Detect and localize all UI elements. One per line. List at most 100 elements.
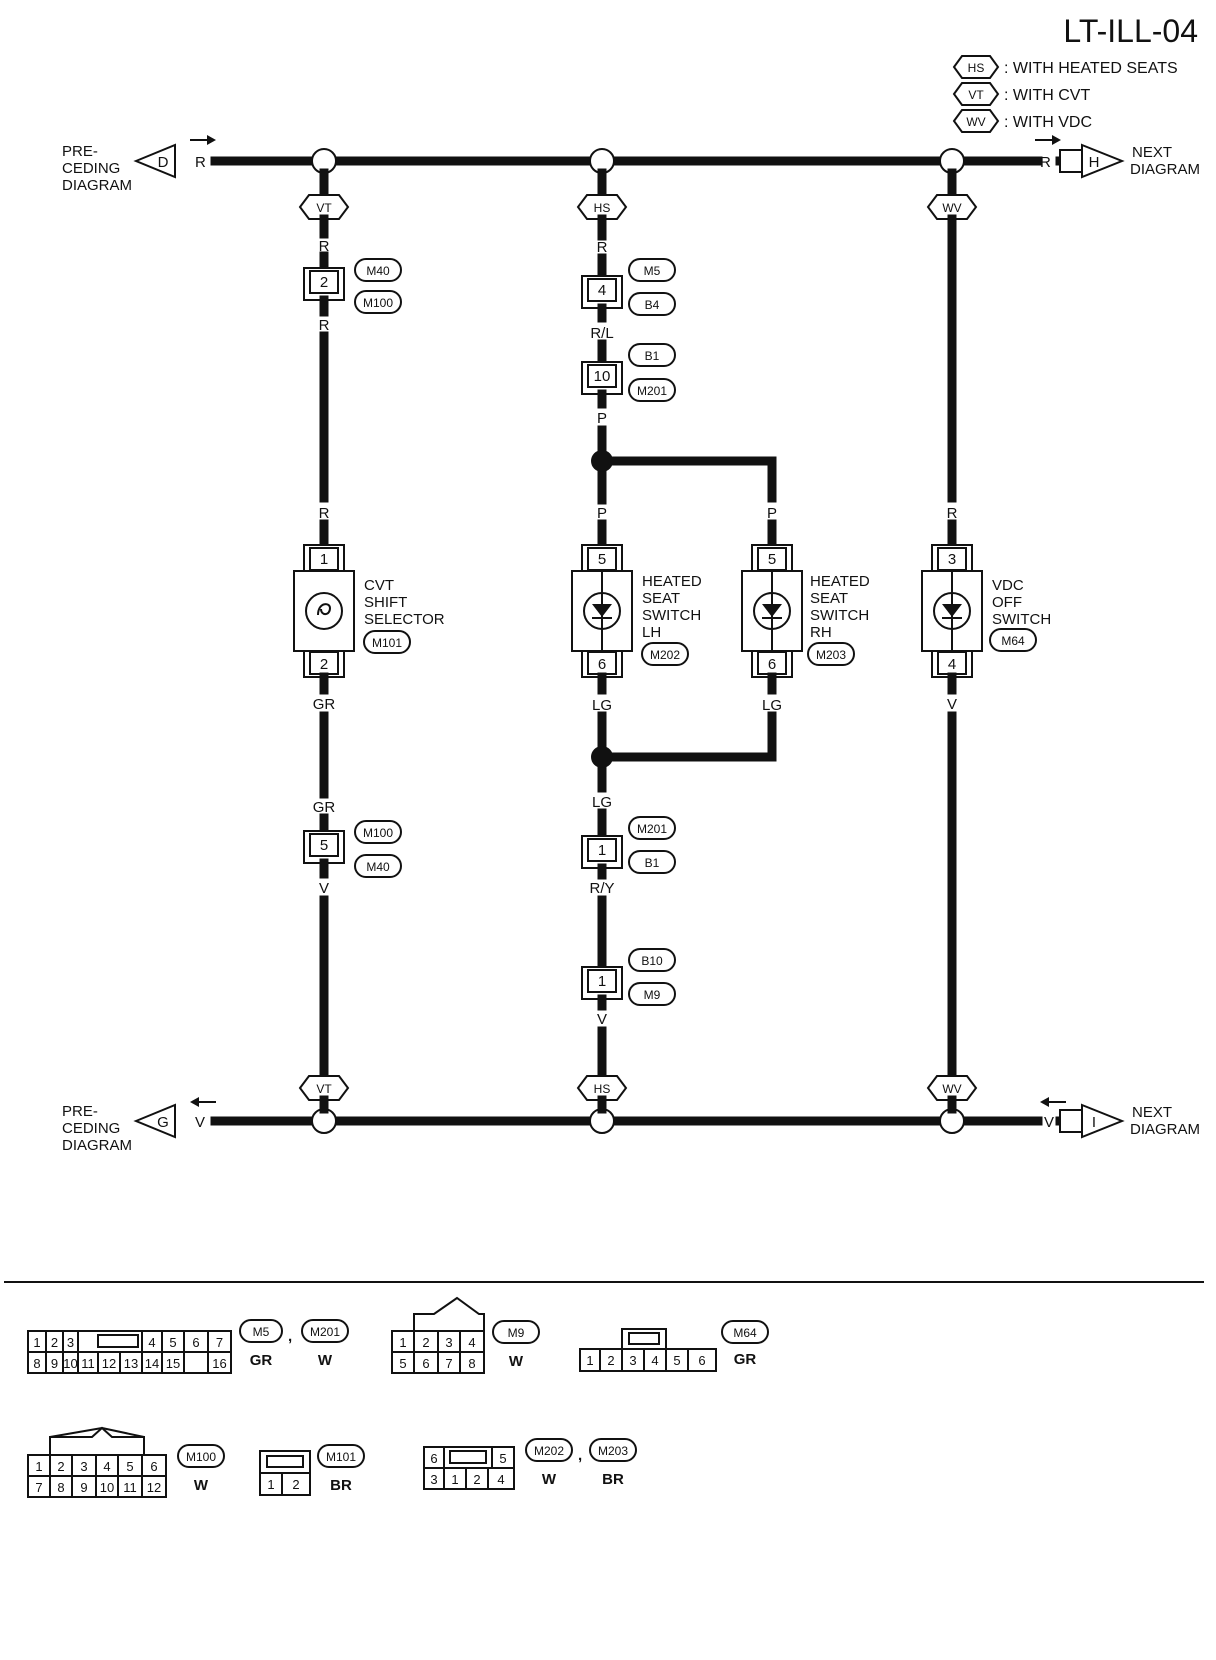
pin-cell: 1 [586, 1353, 593, 1368]
component-label-cvt-2: SHIFT [364, 594, 407, 611]
connector-color: W [318, 1352, 333, 1369]
pin-cell: 5 [169, 1335, 176, 1350]
pin-cell: 6 [698, 1353, 705, 1368]
wire-hs-5b: LG [762, 697, 782, 714]
connector-view-m100: 1 2 3 4 5 6 7 8 9 10 11 12 M100 W [27, 1426, 225, 1498]
tag-m203: M203 [807, 642, 855, 666]
legend-code-hs: HS [968, 61, 985, 75]
tag-m5: M5 [628, 258, 676, 282]
legend: HS : WITH HEATED SEATS VT : WITH CVT WV … [952, 55, 1178, 133]
branch-vdc: WV R 3 4 VDC OFF SWITCH M64 V WV [921, 168, 1051, 1114]
tag-m100-lower: M100 [354, 820, 402, 844]
option-code-wv-top: WV [926, 194, 978, 220]
offpage-label-d-1: PRE- [62, 143, 98, 160]
pin-cell: 16 [212, 1356, 226, 1371]
component-label-rh-1: HEATED [810, 573, 870, 590]
tag-m64: M64 [989, 628, 1037, 652]
pin-cell: 8 [468, 1356, 475, 1371]
tag-m100: M100 [354, 290, 402, 314]
tag-label: B4 [645, 298, 660, 312]
tag-b10: B10 [628, 948, 676, 972]
offpage-label-g-3: DIAGRAM [62, 1137, 132, 1154]
connector-color: GR [250, 1352, 273, 1369]
tag-label: M201 [637, 822, 667, 836]
wire-hs-6: LG [592, 794, 612, 811]
wire-color-top-left: R [195, 154, 206, 171]
offpage-letter-d: D [158, 154, 169, 171]
pin-cell: 11 [123, 1480, 137, 1495]
wire-color-bottom-left: V [195, 1114, 205, 1131]
wire-vt-3: R [319, 505, 330, 522]
offpage-label-d-2: CEDING [62, 160, 120, 177]
branch-heated-seats: HS R 4 M5 B4 R/L 10 B1 M201 P P P [571, 168, 870, 1114]
wire-vt-4: GR [313, 696, 336, 713]
offpage-connector-g: G PRE- CEDING DIAGRAM [62, 1103, 176, 1154]
tag-m203-view: M203 [589, 1438, 637, 1462]
tag-label: M40 [366, 860, 390, 874]
wire-hs-1: R [597, 239, 608, 256]
component-label-vdc-1: VDC [992, 577, 1024, 594]
pin-cell: 10 [63, 1356, 77, 1371]
offpage-connector-d: D PRE- CEDING DIAGRAM [62, 143, 176, 194]
pin-cell: 6 [430, 1451, 437, 1466]
tag-label: M100 [363, 826, 393, 840]
offpage-label-h-1: NEXT [1132, 144, 1172, 161]
tag-label: M202 [650, 648, 680, 662]
tag-m202: M202 [641, 642, 689, 666]
connector-b1-m201-pin10: 10 [581, 361, 623, 395]
tag-label: M5 [253, 1325, 270, 1339]
connector-m5-b4-pin4: 4 [581, 275, 623, 309]
option-code-vt-top-label: VT [316, 201, 332, 215]
component-label-cvt-1: CVT [364, 577, 394, 594]
tag-label: M100 [186, 1450, 216, 1464]
tag-label: B1 [645, 856, 660, 870]
option-code-hs-bottom-label: HS [594, 1082, 611, 1096]
offpage-label-g-2: CEDING [62, 1120, 120, 1137]
tag-label: M100 [363, 296, 393, 310]
pin-cell: 14 [145, 1356, 159, 1371]
tag-separator: , [288, 1328, 292, 1345]
offpage-connector-i: I NEXT DIAGRAM [1059, 1103, 1200, 1139]
connector-m201-b1-pin1: 1 [581, 835, 623, 869]
pin-cell: 15 [166, 1356, 180, 1371]
legend-code-wv: WV [966, 115, 985, 129]
tag-label: M40 [366, 264, 390, 278]
wire-vt-6: V [319, 880, 329, 897]
pin-cell: 8 [57, 1480, 64, 1495]
legend-item-hs: HS : WITH HEATED SEATS [952, 55, 1178, 79]
connector-lock-tab [97, 1334, 139, 1348]
tag-label: M9 [644, 988, 661, 1002]
pin-cell: 1 [33, 1335, 40, 1350]
pin-cell: 4 [497, 1472, 504, 1487]
pin-cell: 3 [629, 1353, 636, 1368]
pin-number: 5 [768, 551, 776, 568]
tag-m201: M201 [628, 378, 676, 402]
pin-number: 10 [594, 368, 611, 385]
pin-number: 1 [320, 551, 328, 568]
option-code-vt-top: VT [298, 194, 350, 220]
connector-view-m101: 1 2 M101 BR [259, 1444, 365, 1496]
tag-label: B1 [645, 349, 660, 363]
pin-number: 6 [768, 656, 776, 673]
tag-b1-lower: B1 [628, 850, 676, 874]
connector-b10-m9-pin1: 1 [581, 966, 623, 1000]
pin-cell: 12 [147, 1480, 161, 1495]
wire-wv-1: R [947, 505, 958, 522]
offpage-label-i-2: DIAGRAM [1130, 1121, 1200, 1138]
pin-cell: 5 [399, 1356, 406, 1371]
option-code-wv-bottom-label: WV [942, 1082, 961, 1096]
offpage-connector-h: H NEXT DIAGRAM [1059, 143, 1200, 179]
pin-cell: 4 [103, 1459, 110, 1474]
heated-seat-switch-lh: 5 6 [571, 544, 633, 678]
option-code-wv-bottom: WV [926, 1075, 978, 1101]
tag-label: M9 [508, 1326, 525, 1340]
pin-number: 3 [948, 551, 956, 568]
pin-cell: 4 [468, 1335, 475, 1350]
tag-label: M203 [816, 648, 846, 662]
pin-cell: 3 [80, 1459, 87, 1474]
connector-color: W [509, 1353, 524, 1370]
flow-arrow-top-left [190, 135, 216, 145]
pin-number: 6 [598, 656, 606, 673]
offpage-label-h-2: DIAGRAM [1130, 161, 1200, 178]
